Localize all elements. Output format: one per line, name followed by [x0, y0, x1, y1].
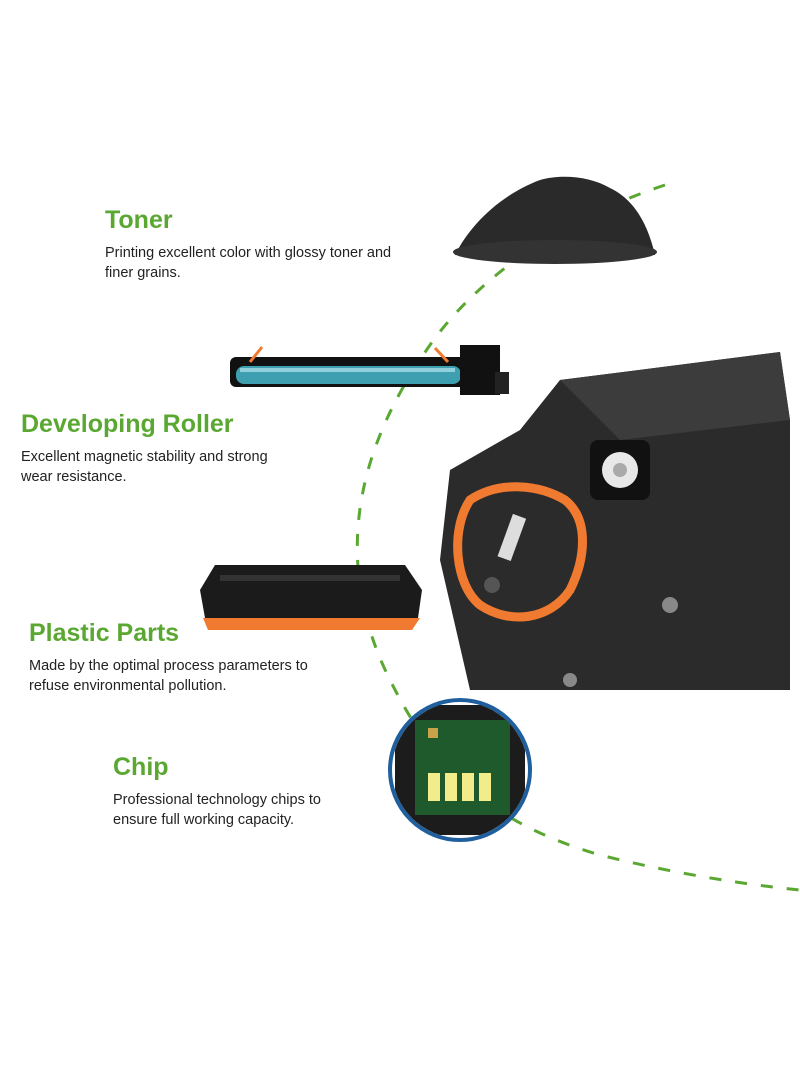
dashed-connector-line	[355, 183, 800, 892]
feature-title: Developing Roller	[21, 410, 234, 438]
description-line: Made by the optimal process parameters t…	[29, 658, 308, 674]
description-line: ensure full working capacity.	[113, 812, 295, 828]
description-line: wear resistance.	[21, 469, 127, 485]
description-line: refuse environmental pollution.	[29, 678, 227, 694]
description-line: Printing excellent color with glossy ton…	[105, 245, 392, 261]
feature-title: Toner	[105, 206, 173, 234]
feature-title: Chip	[113, 753, 169, 781]
feature-description: Made by the optimal process parameters t…	[29, 656, 308, 696]
feature-toner: Toner Printing excellent color with glos…	[105, 205, 391, 283]
plastic-cartridge-image	[200, 565, 422, 630]
feature-title: Plastic Parts	[29, 619, 180, 647]
description-line: finer grains.	[105, 265, 181, 281]
feature-description: Printing excellent color with glossy ton…	[105, 243, 391, 283]
chip-image	[388, 698, 532, 842]
toner-cartridge-image	[440, 352, 790, 690]
feature-developing-roller: Developing Roller Excellent magnetic sta…	[21, 409, 268, 487]
feature-chip: Chip Professional technology chips to ens…	[113, 752, 321, 830]
description-line: Excellent magnetic stability and strong	[21, 449, 268, 465]
developing-roller-image	[230, 345, 509, 395]
feature-description: Excellent magnetic stability and strong w…	[21, 447, 268, 487]
description-line: Professional technology chips to	[113, 792, 321, 808]
feature-plastic-parts: Plastic Parts Made by the optimal proces…	[29, 618, 308, 696]
toner-powder-image	[453, 176, 657, 264]
feature-description: Professional technology chips to ensure f…	[113, 790, 321, 830]
